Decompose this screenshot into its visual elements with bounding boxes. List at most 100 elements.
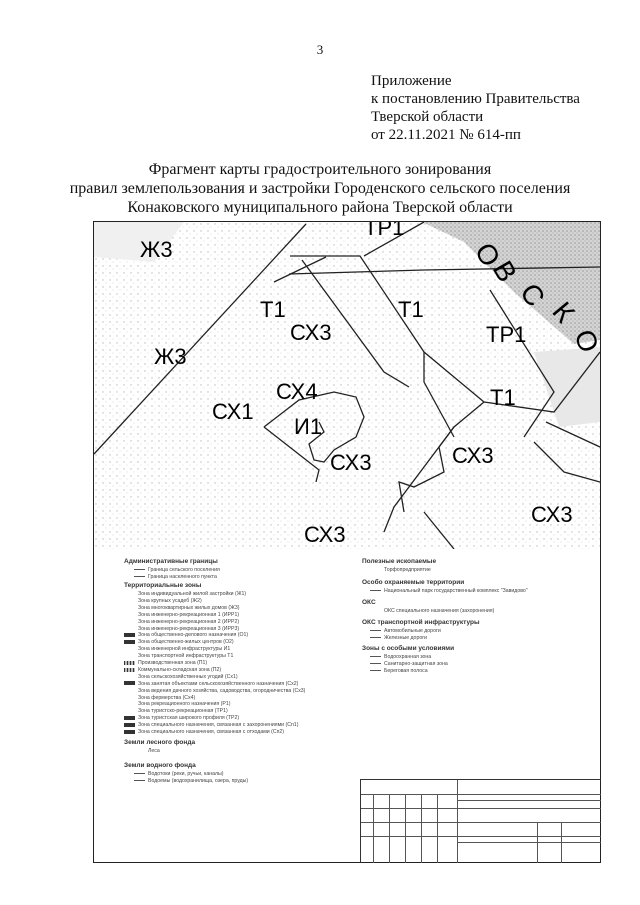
terrain-patch bbox=[534, 347, 600, 427]
legend-heading: Земли лесного фонда bbox=[124, 739, 196, 746]
legend-swatch bbox=[134, 773, 145, 775]
legend-swatch bbox=[124, 729, 135, 734]
appendix-line: Тверской области bbox=[371, 109, 484, 125]
legend-item: Железные дороги bbox=[370, 635, 427, 641]
zone-boundaries bbox=[94, 222, 600, 549]
legend-swatch bbox=[124, 695, 135, 699]
legend-item: Зона специального назначения, связанная … bbox=[124, 729, 284, 735]
legend-swatch bbox=[370, 656, 381, 658]
legend-item: Коммунально-складская зона (П2) bbox=[124, 667, 221, 673]
legend-swatch bbox=[370, 630, 381, 632]
legend-swatch bbox=[124, 605, 135, 609]
legend-item: Зона общественно-жилых центров (О2) bbox=[124, 639, 234, 645]
legend-swatch bbox=[124, 619, 135, 623]
legend-heading: Зоны с особыми условиями bbox=[362, 645, 455, 652]
legend-item: Зона многоквартирных жилых домов (Ж3) bbox=[124, 605, 239, 611]
legend-swatch bbox=[124, 599, 135, 603]
zone-label-t1: Т1 bbox=[260, 297, 286, 322]
title-line: Фрагмент карты градостроительного зониро… bbox=[148, 161, 492, 178]
terrain-patch bbox=[94, 222, 184, 262]
legend-swatch bbox=[370, 568, 381, 572]
legend-item: Автомобильные дороги bbox=[370, 628, 441, 634]
legend-swatch bbox=[124, 709, 135, 713]
legend-heading: Особо охраняемые территории bbox=[362, 579, 465, 586]
legend-swatch bbox=[134, 749, 145, 753]
legend-swatch bbox=[124, 639, 135, 644]
legend-swatch bbox=[370, 670, 381, 672]
legend-item: Зона крупных усадеб (Ж2) bbox=[124, 598, 202, 604]
legend-heading: Полезные ископаемые bbox=[362, 558, 437, 565]
legend-item: Зона инженерно-рекреационная 3 (ИРР3) bbox=[124, 626, 239, 632]
legend-item: Национальный парк государственный компле… bbox=[370, 588, 528, 594]
legend-swatch bbox=[124, 681, 135, 686]
legend-item: Береговая полоса bbox=[370, 668, 428, 674]
appendix-line: Приложение bbox=[371, 73, 452, 89]
legend-item: Зона ведения дачного хозяйства, садоводс… bbox=[124, 688, 305, 694]
legend-heading: ОКС bbox=[362, 599, 376, 606]
road-band bbox=[422, 222, 600, 344]
legend-item: Водоохранная зона bbox=[370, 654, 431, 660]
legend-heading: Территориальные зоны bbox=[124, 582, 202, 589]
appendix-line: к постановлению Правительства bbox=[371, 91, 580, 107]
legend-swatch bbox=[370, 637, 381, 639]
zone-label-sh3: СХ3 bbox=[330, 450, 372, 475]
zone-label-tr1: ТР1 bbox=[486, 322, 526, 347]
zone-label-sh3: СХ3 bbox=[531, 502, 573, 527]
legend-heading: Земли водного фонда bbox=[124, 762, 196, 769]
legend-swatch bbox=[124, 702, 135, 706]
legend-item: Зона туристско-рекреационная (ТР1) bbox=[124, 708, 228, 714]
legend-item: Граница сельского поселения bbox=[134, 567, 220, 573]
legend-item: Зона инженерно-рекреационная 2 (ИРР2) bbox=[124, 619, 239, 625]
zone-label-sh1: СХ1 bbox=[212, 399, 254, 424]
zone-label-zh3: Ж3 bbox=[154, 344, 187, 369]
legend-item: Зона общественно-делового назначения (О1… bbox=[124, 632, 248, 638]
legend-swatch bbox=[124, 654, 135, 658]
legend-item: Зона индивидуальной жилой застройки (Ж1) bbox=[124, 591, 246, 597]
zone-label-zh3: Ж3 bbox=[140, 237, 173, 262]
legend-swatch bbox=[124, 647, 135, 651]
legend-swatch bbox=[124, 626, 135, 630]
legend-item: Зона рекреационного назначения (Р1) bbox=[124, 701, 230, 707]
appendix-date: от 22.11.2021 № 614-пп bbox=[371, 127, 521, 143]
legend-swatch bbox=[124, 633, 135, 638]
legend-item: Зона транспортной инфраструктуры Т1 bbox=[124, 653, 233, 659]
legend-item: Зона занятая объектами сельскохозяйствен… bbox=[124, 681, 298, 687]
zone-labels: Ж3 Ж3 ТР1 Т1 Т1 СХ3 ТР1 СХ4 СХ1 И1 Т1 СХ… bbox=[140, 222, 573, 547]
legend-swatch bbox=[124, 688, 135, 692]
map-sheet: Ж3 Ж3 ТР1 Т1 Т1 СХ3 ТР1 СХ4 СХ1 И1 Т1 СХ… bbox=[93, 221, 601, 863]
legend-swatch bbox=[124, 660, 135, 665]
title-block-stamp bbox=[360, 779, 601, 863]
legend-swatch bbox=[124, 715, 135, 720]
zone-label-t1: Т1 bbox=[490, 385, 516, 410]
zone-label-i1: И1 bbox=[294, 414, 322, 439]
legend-swatch bbox=[370, 663, 381, 665]
zone-label-sh3: СХ3 bbox=[290, 320, 332, 345]
legend-swatch bbox=[124, 674, 135, 678]
legend-swatch bbox=[124, 592, 135, 596]
legend-item: Санитарно-защитная зона bbox=[370, 661, 448, 667]
legend-item: Зона туристская широкого профиля (ТР2) bbox=[124, 715, 239, 721]
map-legend: Административные границы Граница сельско… bbox=[94, 549, 601, 863]
title-line: Конаковского муниципального района Тверс… bbox=[127, 199, 513, 216]
zoning-map: Ж3 Ж3 ТР1 Т1 Т1 СХ3 ТР1 СХ4 СХ1 И1 Т1 СХ… bbox=[94, 222, 600, 549]
legend-swatch bbox=[124, 612, 135, 616]
legend-item: Зона сельскохозяйственных угодий (Сх1) bbox=[124, 674, 238, 680]
legend-item: Зона инженерно-рекреационная 1 (ИРР1) bbox=[124, 612, 239, 618]
legend-heading: ОКС транспортной инфраструктуры bbox=[362, 619, 480, 626]
legend-item: Водоемы (водохранилища, озера, пруды) bbox=[134, 778, 248, 784]
legend-item: Производственная зона (П1) bbox=[124, 660, 207, 666]
zone-label-tr1: ТР1 bbox=[364, 222, 404, 240]
legend-item: Зона фермерства (Сх4) bbox=[124, 695, 195, 701]
legend-item: Зона инженерной инфраструктуры И1 bbox=[124, 646, 230, 652]
map-drawing: Ж3 Ж3 ТР1 Т1 Т1 СХ3 ТР1 СХ4 СХ1 И1 Т1 СХ… bbox=[94, 222, 600, 549]
legend-item: Водотоки (реки, ручьи, каналы) bbox=[134, 771, 224, 777]
legend-heading: Административные границы bbox=[124, 558, 218, 565]
legend-swatch bbox=[134, 780, 145, 782]
legend-swatch bbox=[124, 722, 135, 727]
zone-label-sh3: СХ3 bbox=[304, 522, 346, 547]
legend-swatch bbox=[134, 576, 145, 578]
document-title: Фрагмент карты градостроительного зониро… bbox=[0, 160, 640, 217]
legend-item: Зона специального назначения, связанная … bbox=[124, 722, 298, 728]
legend-swatch bbox=[370, 590, 381, 592]
page-number: 3 bbox=[316, 42, 324, 57]
